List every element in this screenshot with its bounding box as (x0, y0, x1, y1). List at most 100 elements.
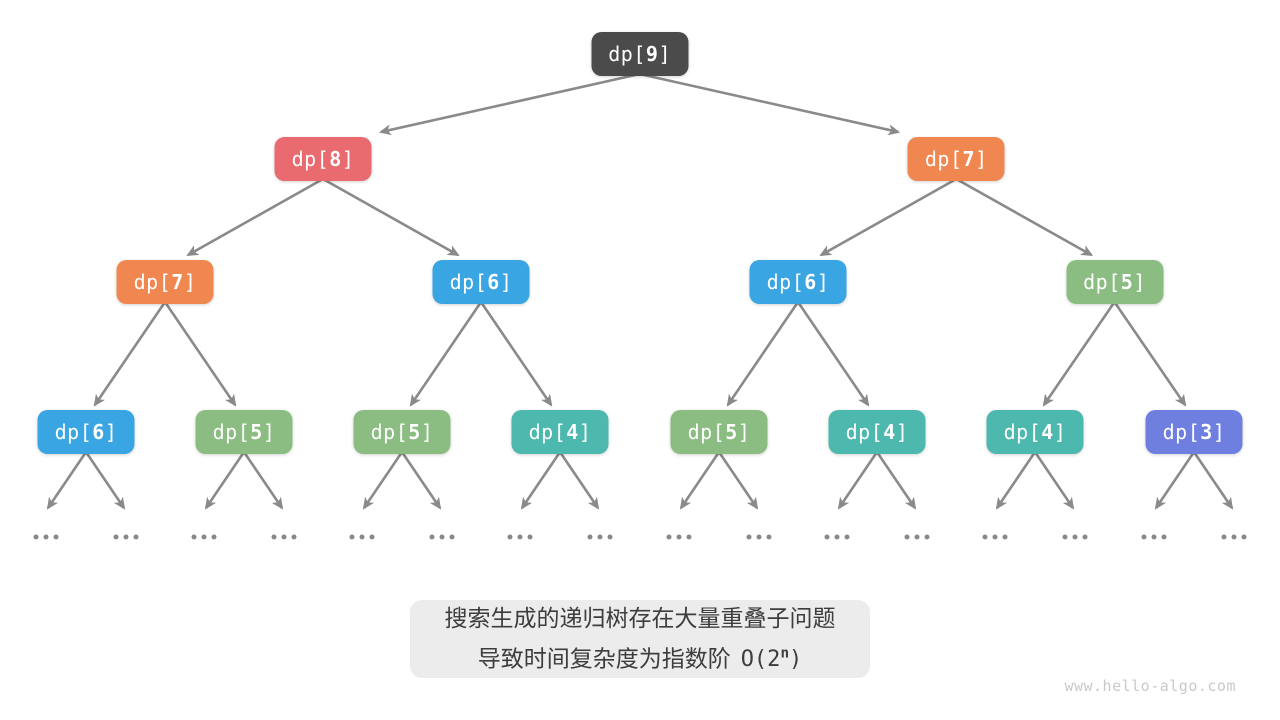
ellipsis-dot (1151, 534, 1157, 540)
tree-edge-arrow (93, 301, 167, 407)
ellipsis (1062, 534, 1088, 540)
tree-node-dp-4: dp[4] (986, 410, 1084, 454)
ellipsis-dot (1002, 534, 1008, 540)
node-value: 5 (725, 420, 738, 444)
tree-node-dp-6: dp[6] (432, 260, 530, 304)
ellipsis-dot (1231, 534, 1237, 540)
tree-node-dp-5: dp[5] (1066, 260, 1163, 304)
tree-node-dp-5: dp[5] (195, 410, 293, 454)
node-label-prefix: dp[ (924, 147, 963, 171)
tree-node-dp-8: dp[8] (274, 137, 372, 181)
tree-edge-arrow (186, 177, 324, 257)
ellipsis (666, 534, 692, 540)
ellipsis (1221, 534, 1247, 540)
node-label-prefix: dp[ (766, 270, 805, 294)
node-label-suffix: ] (183, 270, 197, 294)
ellipsis-dot (1161, 534, 1167, 540)
ellipsis-dot (666, 534, 672, 540)
ellipsis (191, 534, 217, 540)
ellipsis-dot (211, 534, 217, 540)
ellipsis-dot (924, 534, 930, 540)
tree-edge-arrow (409, 301, 483, 407)
ellipsis-dot (982, 534, 988, 540)
ellipsis (824, 534, 850, 540)
ellipsis-dot (359, 534, 365, 540)
tree-node-dp-4: dp[4] (511, 410, 609, 454)
tree-node-dp-7: dp[7] (907, 137, 1005, 181)
formula-suffix: ) (789, 647, 803, 673)
tree-edge-arrow (955, 177, 1094, 257)
node-value: 8 (329, 147, 342, 171)
tree-node-dp-4: dp[4] (828, 410, 926, 454)
node-value: 6 (487, 270, 500, 294)
node-label-suffix: ] (578, 420, 592, 444)
tree-edge-arrow (84, 451, 126, 510)
tree-node-dp-9: dp[9] (591, 32, 689, 76)
ellipsis-dot (914, 534, 920, 540)
tree-edge-arrow (639, 72, 901, 136)
ellipsis (1141, 534, 1167, 540)
node-label-prefix: dp[ (54, 420, 93, 444)
ellipsis-dot (507, 534, 513, 540)
tree-node-dp-5: dp[5] (353, 410, 451, 454)
tree-edge-arrow (875, 451, 917, 510)
ellipsis-dot (1062, 534, 1068, 540)
tree-node-dp-6: dp[6] (37, 410, 135, 454)
formula-exponent: n (780, 645, 790, 662)
node-label-suffix: ] (1133, 270, 1146, 294)
tree-edge-arrow (717, 451, 759, 510)
node-value: 4 (1041, 420, 1054, 444)
ellipsis (33, 534, 59, 540)
node-label-prefix: dp[ (133, 270, 172, 294)
tree-edge-arrow (679, 451, 721, 510)
node-label-suffix: ] (262, 420, 276, 444)
node-label-suffix: ] (658, 42, 671, 66)
node-label-prefix: dp[ (1003, 420, 1042, 444)
ellipsis (349, 534, 375, 540)
ellipsis-dot (766, 534, 772, 540)
tree-node-dp-6: dp[6] (749, 260, 847, 304)
tree-edge-arrow (796, 301, 870, 407)
node-label-prefix: dp[ (845, 420, 884, 444)
ellipsis-dot (904, 534, 910, 540)
ellipsis (904, 534, 930, 540)
tree-edge-arrow (163, 301, 237, 407)
node-label-suffix: ] (1212, 420, 1226, 444)
tree-edge-arrow (520, 451, 562, 510)
ellipsis-dot (33, 534, 39, 540)
node-label-prefix: dp[ (370, 420, 409, 444)
ellipsis-dot (43, 534, 49, 540)
tree-edge-arrow (322, 177, 460, 257)
tree-edge-arrow (479, 301, 553, 407)
ellipsis-dot (587, 534, 593, 540)
ellipsis-dot (349, 534, 355, 540)
tree-edge-arrow (46, 451, 88, 510)
node-label-suffix: ] (499, 270, 513, 294)
ellipsis-dot (191, 534, 197, 540)
node-value: 9 (645, 42, 659, 66)
ellipsis-dot (281, 534, 287, 540)
ellipsis (982, 534, 1008, 540)
ellipsis-dot (834, 534, 840, 540)
complexity-formula: O(2n) (741, 645, 803, 673)
tree-node-dp-7: dp[7] (116, 260, 214, 304)
node-label-suffix: ] (895, 420, 909, 444)
ellipsis-dot (1141, 534, 1147, 540)
node-label-prefix: dp[ (528, 420, 567, 444)
node-label-suffix: ] (104, 420, 118, 444)
tree-edge-arrow (362, 451, 404, 510)
tree-node-dp-5: dp[5] (670, 410, 768, 454)
tree-edge-arrow (379, 72, 640, 136)
ellipsis-dot (844, 534, 850, 540)
ellipsis-dot (1082, 534, 1088, 540)
node-label-prefix: dp[ (1162, 420, 1201, 444)
node-label-prefix: dp[ (1083, 270, 1121, 294)
ellipsis-dot (992, 534, 998, 540)
tree-edge-arrow (726, 301, 800, 407)
caption-line-1: 搜索生成的递归树存在大量重叠子问题 (444, 604, 836, 631)
tree-edge-arrow (204, 451, 246, 510)
